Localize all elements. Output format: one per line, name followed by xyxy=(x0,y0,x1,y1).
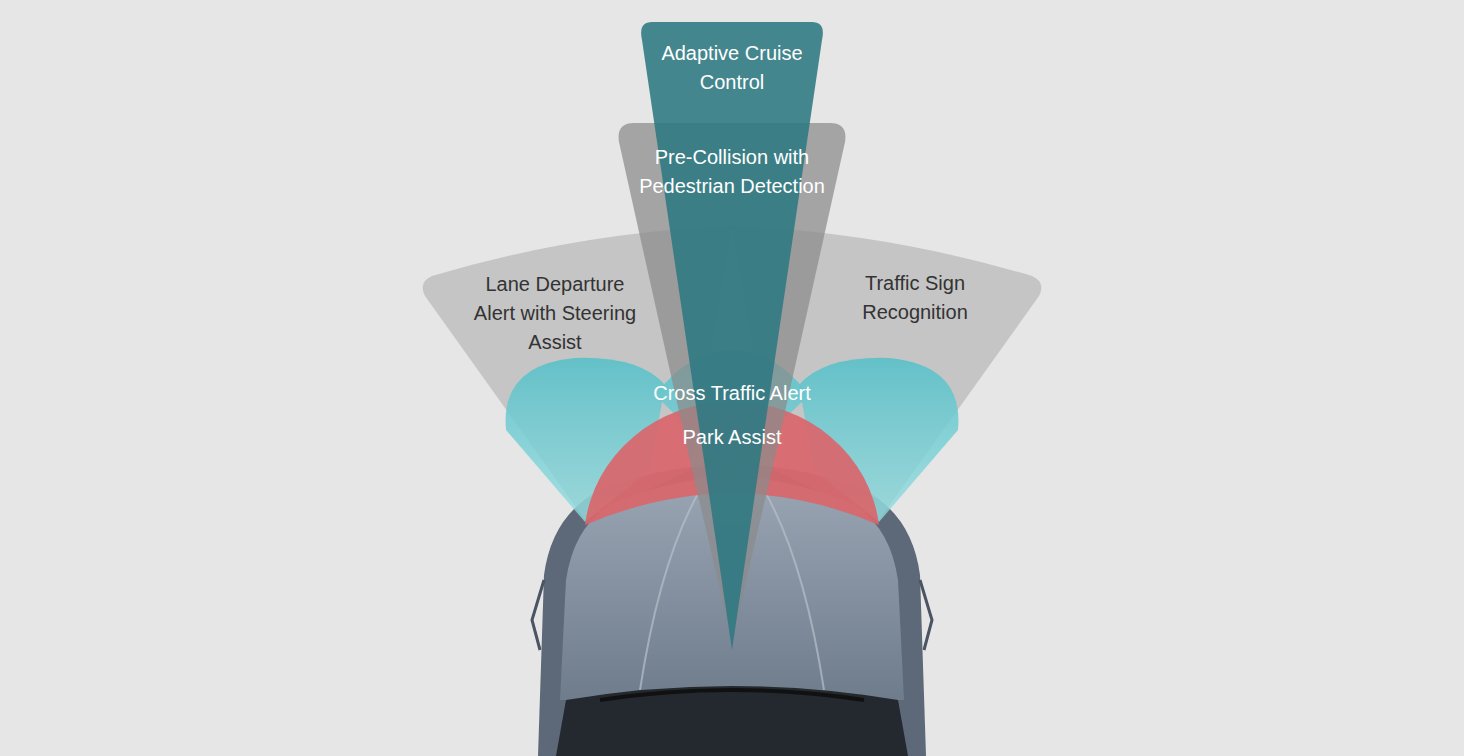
feature-label: Adaptive Cruise Control xyxy=(642,39,822,97)
feature-label: Park Assist xyxy=(632,423,832,452)
sensor-beam: Adaptive Cruise Control xyxy=(636,20,828,652)
feature-label: Traffic Sign Recognition xyxy=(825,269,1005,327)
feature-label: Pre-Collision with Pedestrian Detection xyxy=(622,143,842,201)
feature-label: Cross Traffic Alert xyxy=(622,379,842,408)
feature-label: Lane Departure Alert with Steering Assis… xyxy=(465,270,645,357)
zone-area xyxy=(641,22,823,650)
zone-shape xyxy=(636,20,828,652)
